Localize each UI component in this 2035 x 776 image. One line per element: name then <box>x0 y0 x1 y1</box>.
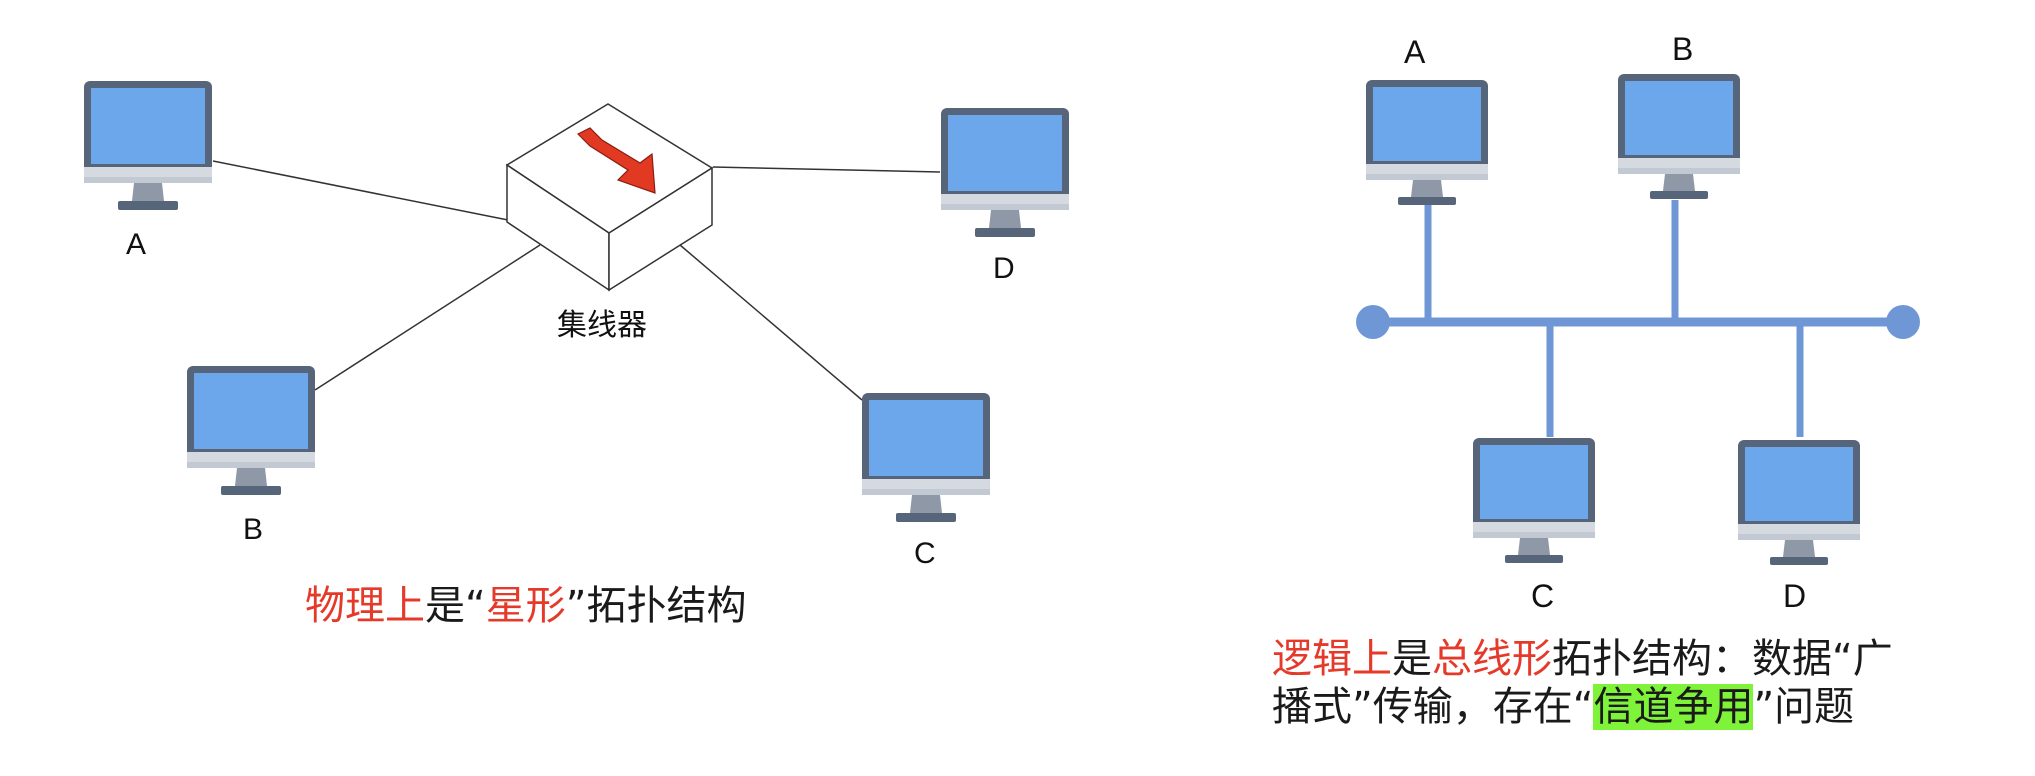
bus-label-d: D <box>1783 578 1806 614</box>
star-label-a: A <box>126 228 146 261</box>
star-caption-topology: ”拓扑结构 <box>565 583 747 629</box>
bus-caption-problem: ”问题 <box>1753 684 1855 730</box>
link-c-hub <box>679 244 863 401</box>
hub-cube <box>505 103 714 292</box>
link-d-hub <box>712 166 941 173</box>
bus-computer-d <box>1738 440 1860 565</box>
star-computer-a <box>84 81 212 210</box>
star-label-c: C <box>914 537 936 570</box>
bus <box>1356 200 1920 437</box>
bus-label-c: C <box>1531 578 1554 614</box>
link-a-hub <box>212 160 509 221</box>
bus-label-a: A <box>1404 34 1426 70</box>
star-caption-star: 星形 <box>485 583 566 629</box>
bus-caption-broadcast: 播式”传输，存在“ <box>1272 684 1594 730</box>
bus-terminator-left <box>1356 305 1390 339</box>
bus-computer-c <box>1473 438 1595 563</box>
link-b-hub <box>314 244 541 391</box>
bus-caption-contention: 信道争用 <box>1593 684 1754 730</box>
bus-label-b: B <box>1672 31 1693 67</box>
bus-caption-bus: 总线形 <box>1432 636 1552 682</box>
star-label-b: B <box>243 513 263 546</box>
bus-computer-b <box>1618 74 1740 199</box>
bus-caption-logical: 逻辑上 <box>1272 636 1392 682</box>
bus-caption-line1: 逻辑上是总线形拓扑结构：数据“广 <box>1272 636 1893 683</box>
bus-terminator-right <box>1886 305 1920 339</box>
star-caption: 物理上是“星形”拓扑结构 <box>305 583 746 630</box>
star-computer-b <box>187 366 315 495</box>
star-links <box>212 160 941 401</box>
star-computer-c <box>862 393 990 522</box>
bus-caption-line2: 播式”传输，存在“信道争用”问题 <box>1272 684 1854 731</box>
star-computer-d <box>941 108 1069 237</box>
bus-caption-topology: 拓扑结构：数据“广 <box>1552 636 1893 682</box>
hub-label: 集线器 <box>557 308 647 343</box>
hub-arrow-icon <box>576 127 656 194</box>
star-caption-is: 是“ <box>425 583 486 629</box>
star-caption-physical: 物理上 <box>305 583 425 629</box>
bus-computer-a <box>1366 80 1488 205</box>
bus-caption-is: 是 <box>1392 636 1432 682</box>
star-label-d: D <box>993 252 1015 285</box>
